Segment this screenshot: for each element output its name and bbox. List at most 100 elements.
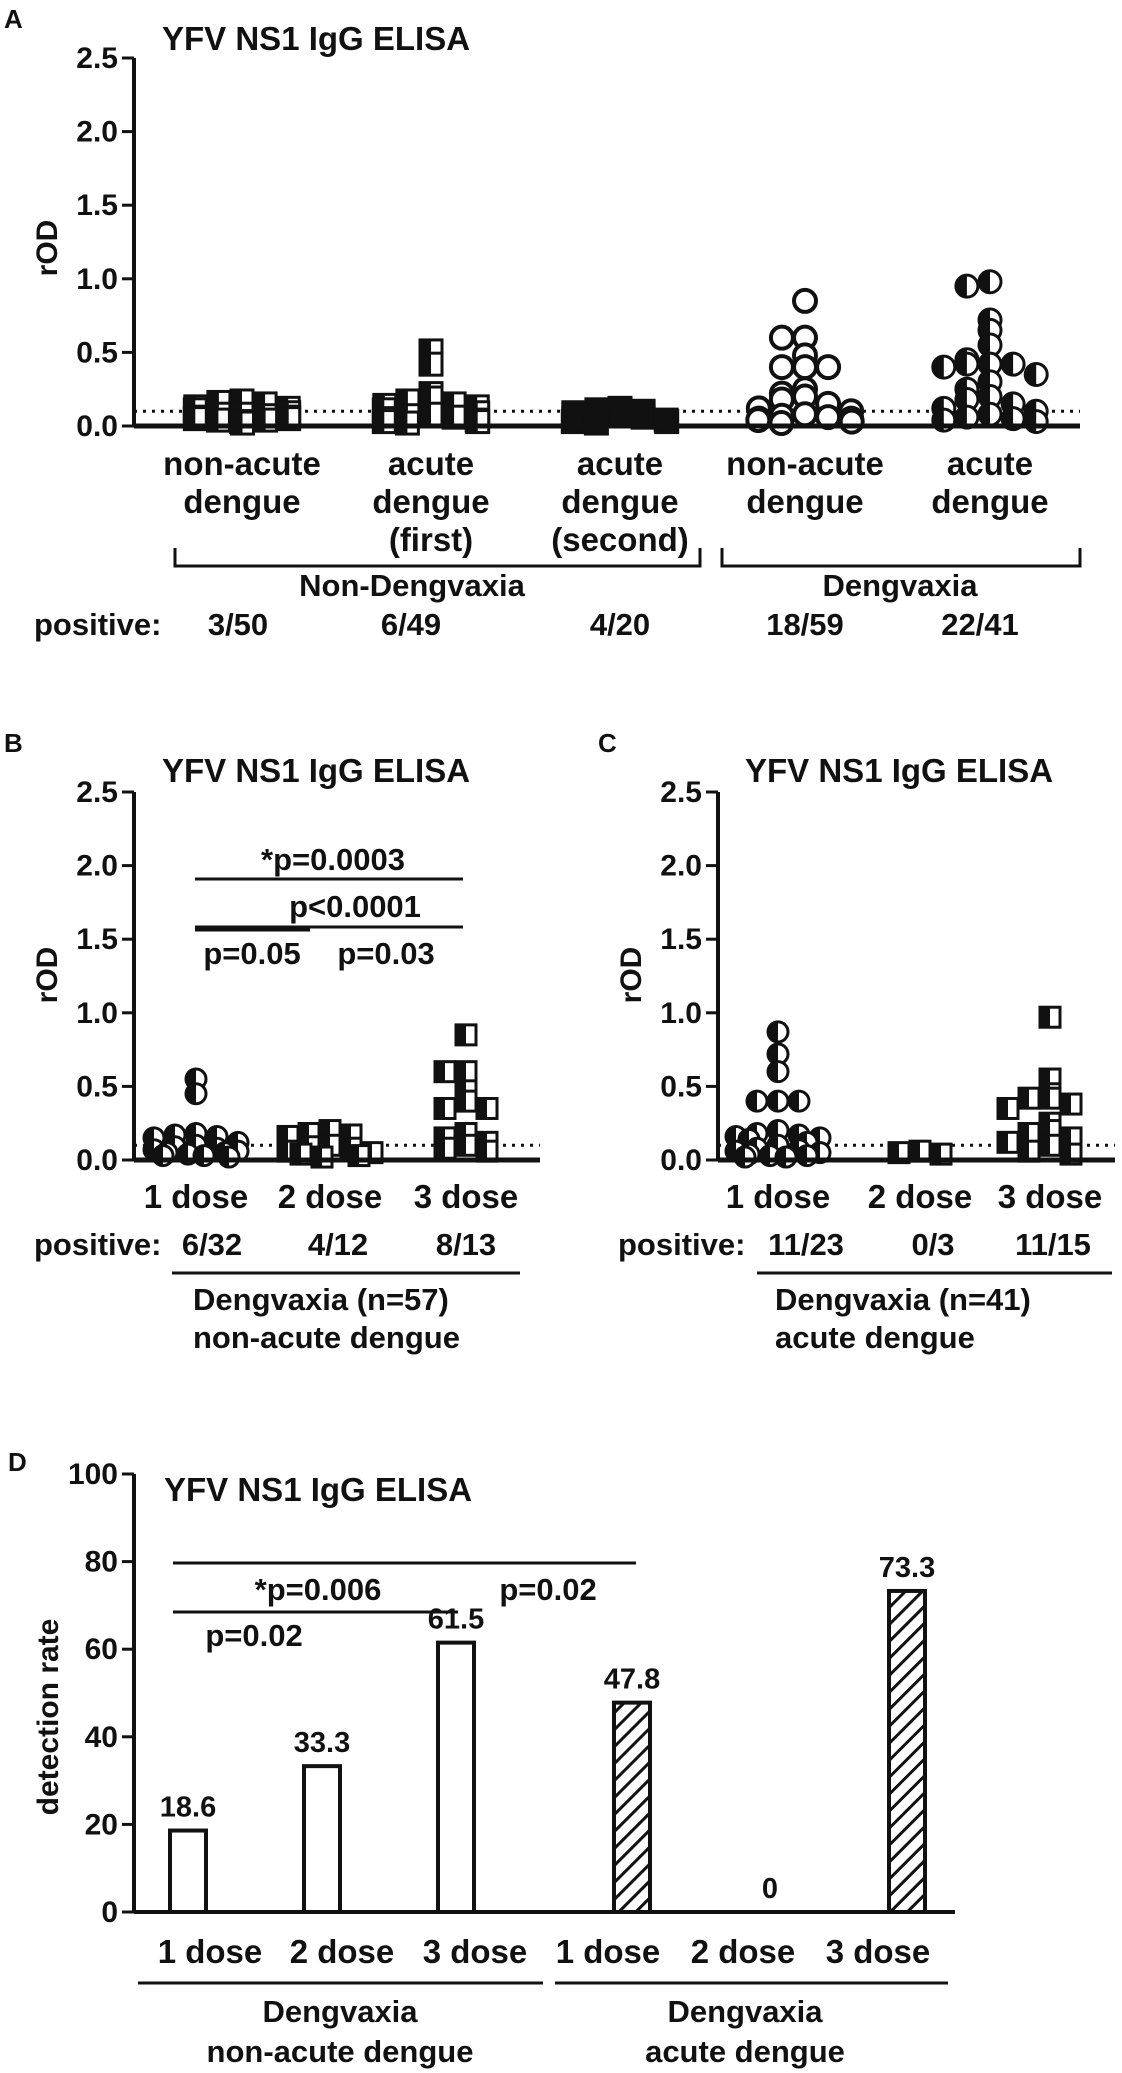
panel-b-y-tick-label: 2.5	[76, 776, 118, 809]
panel-c-y-tick-label: 0.0	[660, 1144, 702, 1177]
panel-c-point	[1038, 1005, 1062, 1029]
panel-b-positive-label: positive:	[34, 1227, 161, 1262]
panel-a-positive-2: 6/49	[381, 607, 441, 642]
panel-b-point	[192, 1144, 216, 1168]
panel-b-point	[454, 1089, 478, 1113]
panel-a-cat1-line1: non-acute	[163, 445, 321, 482]
panel-b-point	[151, 1144, 175, 1168]
panel-d-comparison-1: *p=0.006	[255, 1572, 382, 1607]
panel-d-value-label: 0	[762, 1873, 778, 1905]
panel-c-cat2: 2 dose	[868, 1178, 973, 1215]
panel-b-title: YFV NS1 IgG ELISA	[162, 752, 470, 789]
panel-b-y-tick-label: 1.5	[76, 923, 118, 956]
panel-c-positive-3: 11/15	[1015, 1227, 1091, 1262]
panel-c-positive-label: positive:	[618, 1227, 745, 1262]
panel-a-group-dengvaxia: Dengvaxia	[822, 568, 978, 603]
panel-a-point	[977, 401, 1003, 427]
panel-b-point	[454, 1060, 478, 1084]
panel-b-letter: B	[4, 728, 23, 758]
panel-d-y-tick-label: 60	[85, 1633, 118, 1666]
panel-a-positive-4: 18/59	[766, 607, 844, 642]
panel-d-bar	[612, 1700, 652, 1914]
panel-d-cat1: 1 dose	[158, 1933, 263, 1970]
panel-c-point	[795, 1144, 819, 1168]
panel-b-positive-2: 4/12	[308, 1227, 368, 1262]
panel-b-positive-1: 6/32	[182, 1227, 242, 1262]
panel-a-title: YFV NS1 IgG ELISA	[162, 20, 470, 57]
panel-b-comparison-4: p=0.03	[337, 936, 434, 971]
panel-d-y-tick-label: 80	[85, 1546, 118, 1579]
panel-a-cat4-line2: dengue	[746, 483, 863, 520]
panel-b-point	[433, 1136, 457, 1160]
panel-a-y-tick-label: 1.5	[76, 189, 118, 222]
panel-b-y-tick-label: 2.0	[76, 850, 118, 883]
panel-a-bracket-dengvaxia	[720, 548, 1082, 568]
panel-d-group1-line2: non-acute dengue	[207, 2034, 474, 2069]
panel-a-point	[792, 354, 818, 381]
panel-c-cat3: 3 dose	[998, 1178, 1103, 1215]
panel-d-cat2: 2 dose	[290, 1933, 395, 1970]
panel-a-cat1-line2: dengue	[183, 483, 300, 520]
panel-b-comparison-2: p<0.0001	[289, 889, 421, 924]
panel-d-bar	[168, 1828, 208, 1914]
panel-a-y-axis: 0.00.51.01.52.02.5	[76, 42, 136, 443]
panel-a-ylabel: rOD	[31, 220, 64, 277]
panel-c-point	[996, 1130, 1020, 1154]
panel-d: D YFV NS1 IgG ELISA detection rate 02040…	[8, 1447, 955, 2069]
panel-b-point	[433, 1096, 457, 1120]
panel-b-point	[454, 1133, 478, 1157]
panel-b-y-axis: 0.00.51.01.52.02.5	[76, 776, 136, 1177]
panel-c-point	[787, 1089, 811, 1113]
panel-a-cat4-line1: non-acute	[726, 445, 884, 482]
panel-b-point	[475, 1096, 499, 1120]
panel-b-points	[134, 1023, 540, 1169]
panel-b-group-line1: Dengvaxia (n=57)	[193, 1282, 449, 1317]
panel-a-positive-3: 4/20	[590, 607, 650, 642]
panel-b-comparison-1: *p=0.0003	[261, 842, 405, 877]
panel-a-points	[134, 269, 1080, 437]
panel-c-letter: C	[598, 728, 617, 758]
panel-a-y-tick-label: 0.5	[76, 336, 118, 369]
panel-a-cat5-line1: acute	[947, 445, 1033, 482]
panel-c-y-axis: 0.00.51.01.52.02.5	[660, 776, 720, 1177]
panel-c-point	[745, 1089, 769, 1113]
panel-d-title: YFV NS1 IgG ELISA	[164, 1471, 472, 1508]
panel-a-point	[768, 324, 795, 351]
panel-b-comparison-3: p=0.05	[203, 936, 300, 971]
panel-c-ylabel: rOD	[615, 947, 648, 1004]
panel-a-bracket-nondengvaxia	[173, 548, 702, 568]
panel-a-point	[1023, 361, 1049, 387]
panel-a-point	[418, 401, 444, 427]
panel-a-point	[394, 410, 420, 436]
panel-d-y-tick-label: 20	[85, 1808, 118, 1841]
panel-a-cat3-line2: dengue	[561, 483, 678, 520]
panel-a-point	[954, 351, 980, 377]
panel-b-point	[217, 1145, 241, 1169]
panel-a-point	[465, 409, 491, 435]
panel-a-point	[977, 269, 1003, 295]
panel-c-positive-2: 0/3	[911, 1227, 954, 1262]
panel-b-point	[310, 1145, 334, 1169]
panel-b-ylabel: rOD	[31, 947, 64, 1004]
panel-a-point	[931, 354, 957, 380]
panel-a-y-tick-label: 1.0	[76, 263, 118, 296]
panel-a-y-tick-label: 2.5	[76, 42, 118, 75]
panel-a-point	[792, 401, 818, 428]
panel-a-positive-label: positive:	[34, 607, 161, 642]
panel-a-point	[815, 354, 842, 381]
panel-a-point	[654, 409, 680, 435]
panel-a-point	[583, 410, 609, 436]
panel-c-point	[1038, 1086, 1062, 1110]
panel-c-point	[766, 1060, 790, 1084]
panel-a-point	[1023, 409, 1049, 435]
panel-c-point	[774, 1145, 798, 1169]
panel-c-point	[996, 1096, 1020, 1120]
panel-c-point	[733, 1145, 757, 1169]
panel-d-comparison-3: p=0.02	[499, 1572, 596, 1607]
panel-d-y-tick-label: 40	[85, 1721, 118, 1754]
panel-d-value-label: 33.3	[294, 1727, 350, 1759]
panel-d-bar	[436, 1640, 476, 1914]
panel-b-y-tick-label: 0.5	[76, 1070, 118, 1103]
panel-d-group2-line2: acute dengue	[645, 2034, 845, 2069]
panel-b-y-tick-label: 0.0	[76, 1144, 118, 1177]
